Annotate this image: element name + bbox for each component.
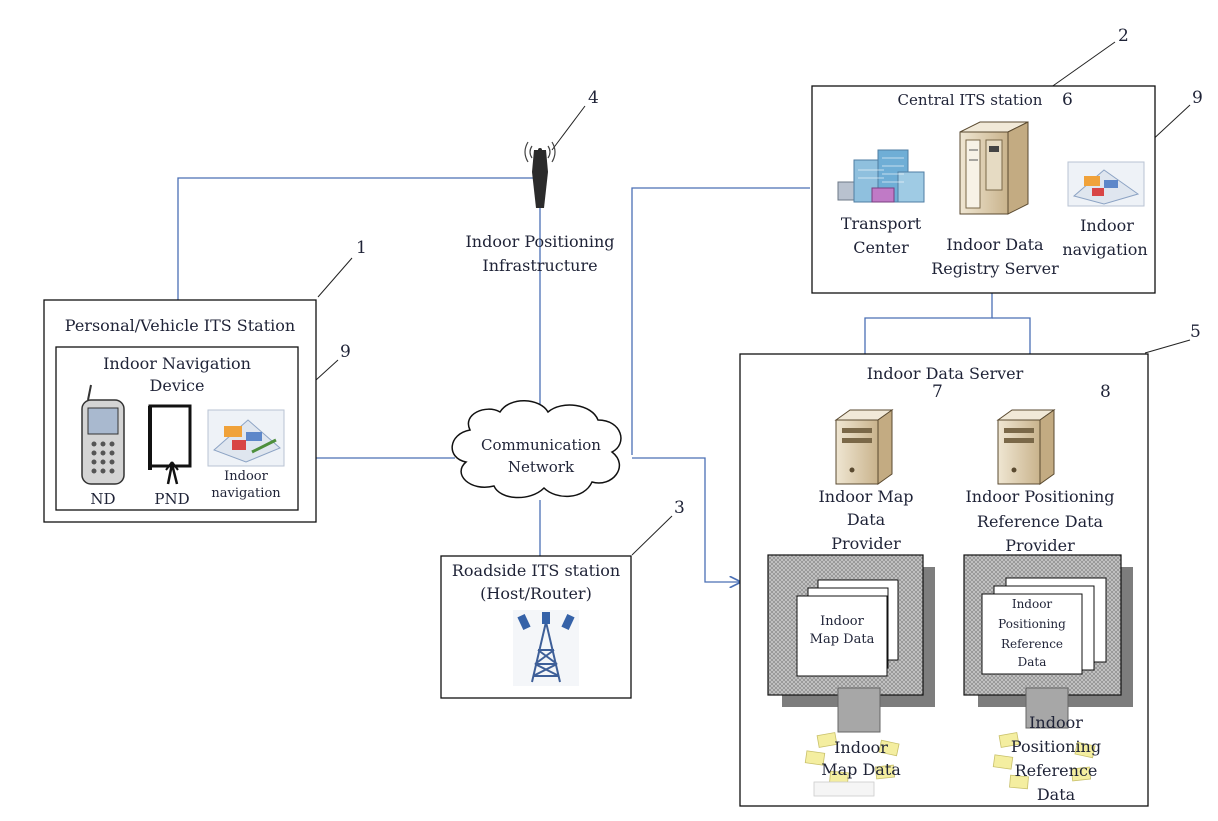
callout-number-7: 7 [932,382,943,402]
callout-number-3: 3 [674,498,685,518]
map-output-notes [804,732,900,797]
navigation-device-title-line2: Device [149,376,205,395]
positioning-infrastructure-line1: Indoor Positioning [465,232,615,251]
positioning-doc-line1: Indoor [1011,597,1053,611]
line-network-to-central [631,187,810,455]
indoor-data-server-title: Indoor Data Server [866,364,1024,383]
transport-center-line1: Transport [840,214,922,233]
navigation-device-title-line1: Indoor Navigation [103,354,251,373]
positioning-output-line4: Data [1036,785,1076,804]
map-doc-line1: Indoor [820,614,864,629]
positioning-provider-line1: Indoor Positioning [965,487,1115,506]
map-data-container [767,554,935,733]
transport-center-line2: Center [853,238,909,257]
callout-number-6: 6 [1062,90,1073,110]
roadside-its-station [440,555,632,699]
central-indoor-navigation-line1: Indoor [1080,216,1134,235]
communication-network [451,400,622,499]
positioning-provider-line2: Reference Data [976,512,1104,531]
map-output-line1: Indoor [834,738,888,757]
line-network-to-dataserver [632,457,740,582]
registry-server-line2: Registry Server [931,259,1059,278]
callout-number-9-central: 9 [1192,88,1203,108]
antenna-icon [524,141,556,208]
callout-number-1: 1 [356,238,367,258]
positioning-infrastructure [524,141,556,208]
personal-indoor-navigation-line1: Indoor [224,469,268,484]
pnd-device-icon [148,404,192,485]
map-provider-line2: Data [846,510,886,529]
positioning-doc-line2: Positioning [998,617,1066,631]
network-label-line1: Communication [481,436,601,454]
personal-indoor-navigation-line2: navigation [211,486,281,501]
line-personal-to-tower [177,177,533,300]
positioning-doc-line4: Data [1017,655,1047,669]
map-output-line2: Map Data [821,760,901,779]
positioning-doc-line3: Reference [1000,637,1064,651]
indoor-data-server [739,353,1149,807]
positioning-data-container [963,554,1133,729]
registry-server-line1: Indoor Data [946,235,1044,254]
positioning-output-notes [992,732,1096,790]
personal-its-station [43,299,317,523]
phone-icon [81,384,125,485]
positioning-output-line2: Positioning [1010,737,1102,756]
positioning-provider-line3: Provider [1005,536,1075,555]
positioning-infrastructure-line2: Infrastructure [482,256,598,275]
callout-number-5: 5 [1190,322,1201,342]
registry-server-icon [959,121,1029,215]
network-cloud-shape [451,400,622,499]
personal-station-title: Personal/Vehicle ITS Station [64,316,296,335]
central-indoor-navigation-line2: navigation [1062,240,1148,259]
map-doc-line2: Map Data [809,632,875,647]
connector-lines [177,177,1031,582]
roadside-station-title-line2: (Host/Router) [480,584,592,603]
central-indoor-navigation-icon [1067,161,1145,207]
positioning-provider-server-icon [996,409,1056,485]
roadside-station-title-line1: Roadside ITS station [451,561,621,580]
positioning-output-line3: Reference [1014,761,1098,780]
map-provider-line3: Provider [831,534,901,553]
transport-center-building-icon [837,149,925,203]
callout-number-8: 8 [1100,382,1111,402]
map-provider-server-icon [834,409,894,485]
central-station-title: Central ITS station [897,91,1043,109]
network-label-line2: Network [507,458,575,476]
pnd-label: PND [154,490,190,508]
callout-number-9-personal: 9 [340,342,351,362]
positioning-output-line1: Indoor [1029,713,1083,732]
nd-label: ND [90,490,116,508]
central-its-station [811,85,1156,294]
cell-tower-icon [513,610,579,686]
indoor-navigation-map-icon [207,409,285,467]
callout-number-4: 4 [588,88,599,108]
callout-number-2: 2 [1118,26,1129,46]
map-provider-line1: Indoor Map [818,487,914,506]
